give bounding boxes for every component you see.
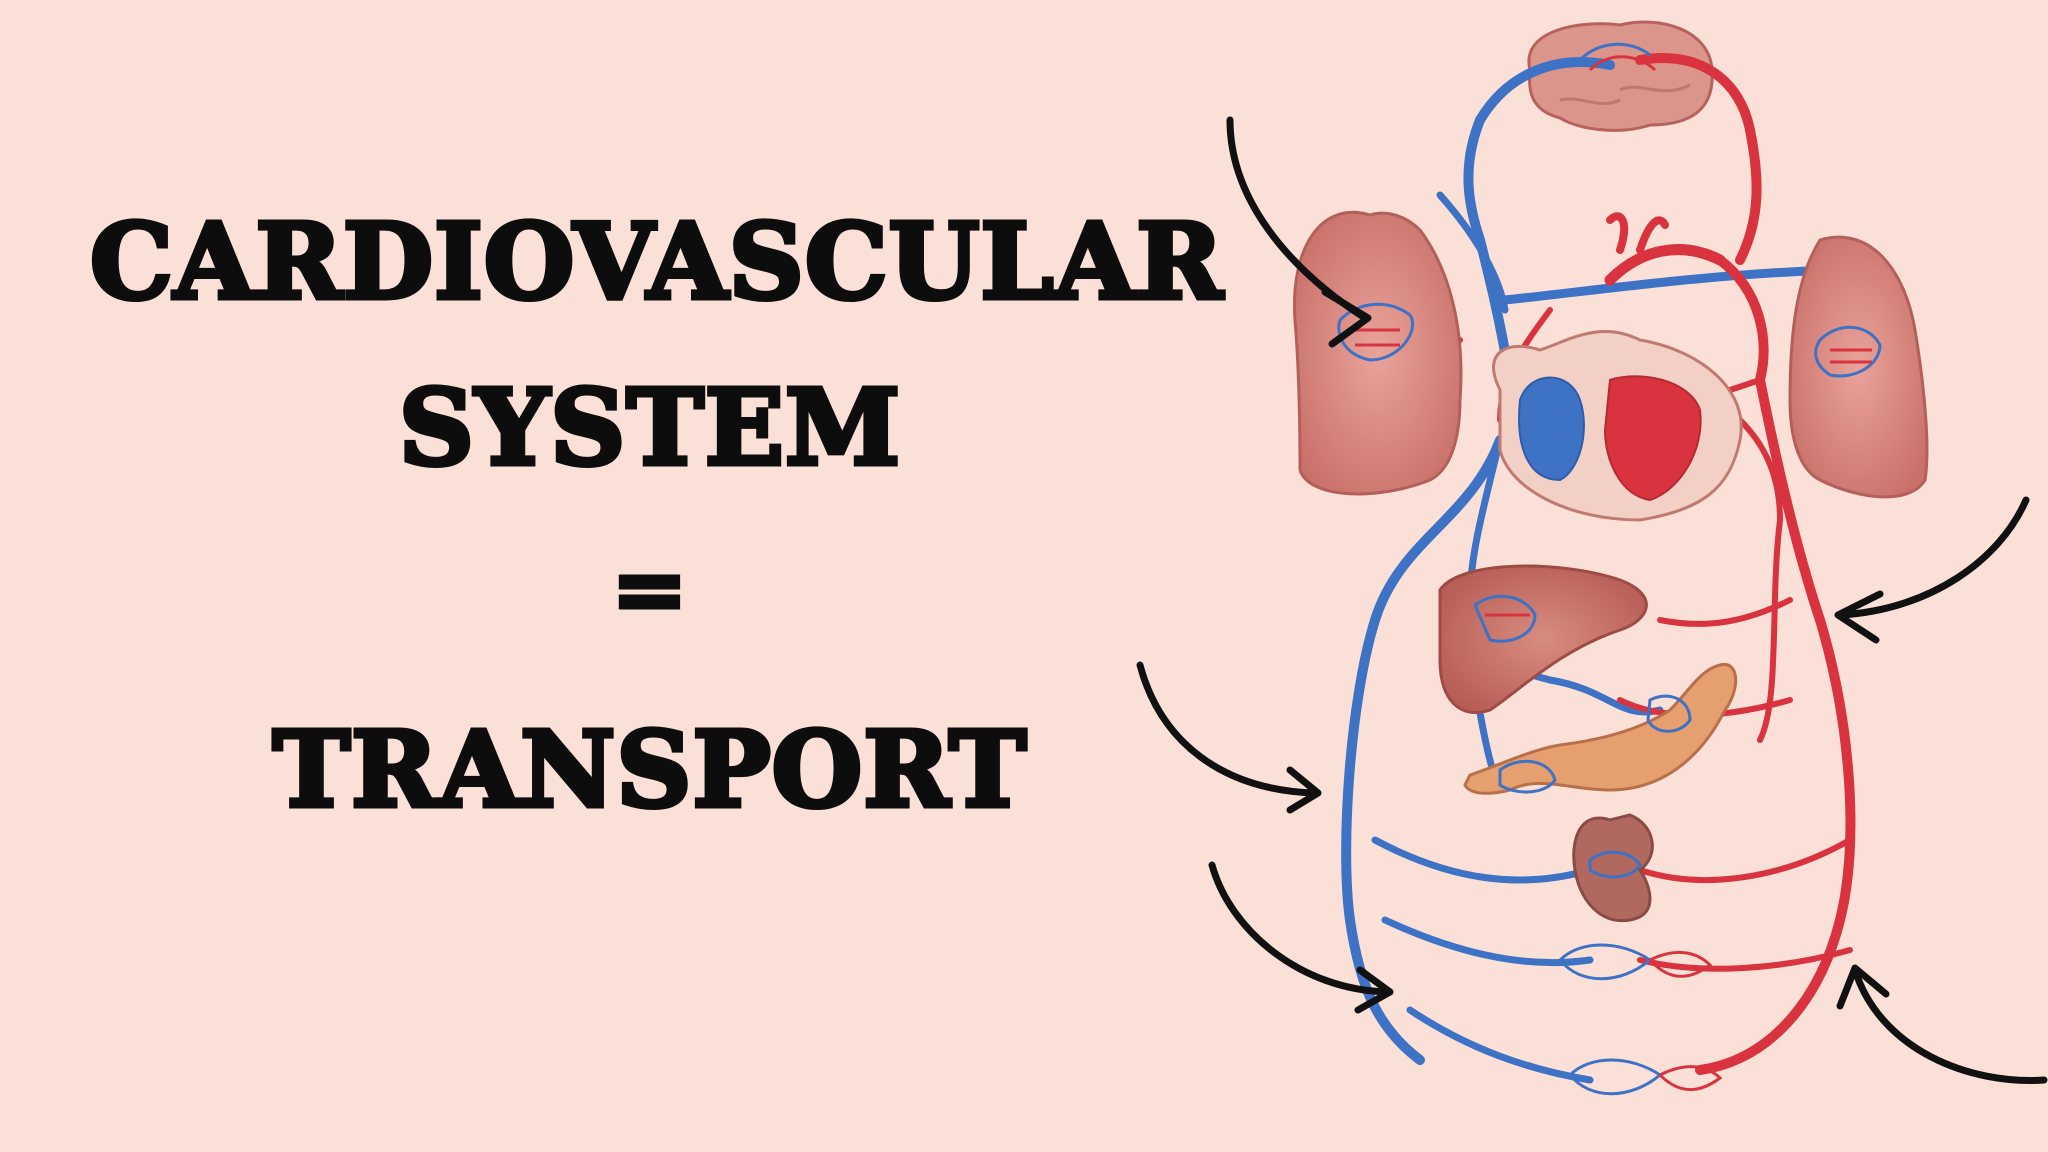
capillary-kidney (1588, 850, 1642, 879)
capillary-stomach (1646, 694, 1692, 733)
capillary-liver (1473, 594, 1537, 643)
capillary-lower-body-2 (1567, 1058, 1723, 1096)
title-equals-sign: = (609, 536, 689, 642)
heart (1492, 330, 1743, 522)
capillary-intestine (1498, 759, 1557, 794)
arrow-left-lower (1208, 861, 1394, 1014)
brain (1527, 20, 1714, 132)
veins (1327, 57, 1855, 1084)
arrow-top-left (1226, 116, 1372, 348)
left-lung (1292, 210, 1463, 496)
right-lung (1788, 235, 1929, 499)
capillary-brain (1578, 42, 1657, 72)
capillary-beds (1337, 42, 1882, 1096)
annotation-arrows (1136, 116, 2048, 1084)
arteries (1357, 53, 1856, 1075)
arrow-right-mid (1834, 496, 2030, 644)
capillary-left-lung (1337, 302, 1415, 362)
kidney (1572, 813, 1654, 923)
liver (1438, 564, 1648, 714)
arrow-left-mid (1136, 661, 1322, 814)
arrow-right-lower (1836, 964, 2048, 1084)
title-line-transport: TRANSPORT (270, 708, 1028, 831)
capillary-lower-body-1 (1557, 943, 1713, 981)
capillary-right-lung (1814, 325, 1882, 378)
title-line-system: SYSTEM (396, 366, 902, 489)
title-line-cardiovascular: CARDIOVASCULAR (88, 200, 1226, 323)
title-block: CARDIOVASCULAR SYSTEM = TRANSPORT (88, 200, 1226, 831)
